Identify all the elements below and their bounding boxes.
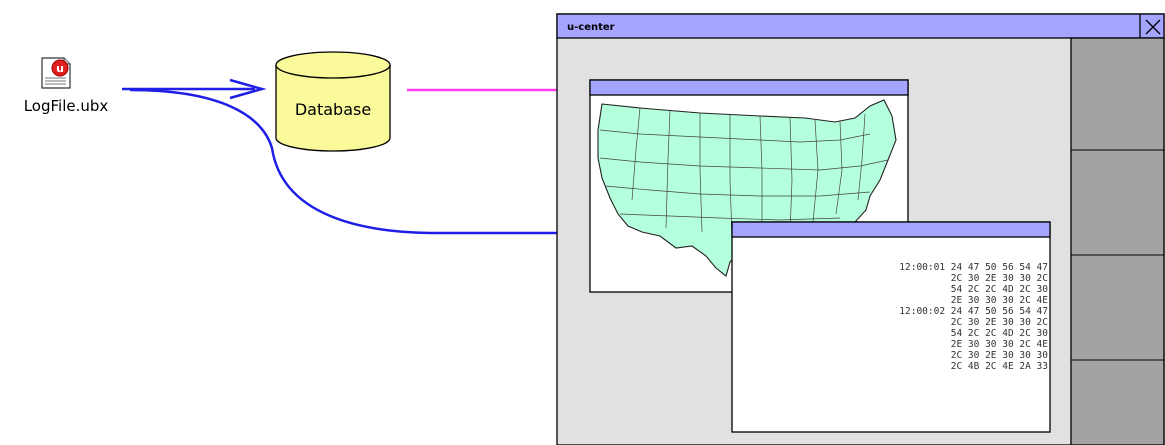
log-line: 54 2C 2C 4D 2C 30 [951, 328, 1049, 339]
close-icon[interactable] [1139, 14, 1161, 38]
log-line: 12:00:02 24 47 50 56 54 47 [899, 306, 1048, 317]
log-line: 54 2C 2C 4D 2C 30 [951, 284, 1049, 295]
ubx-document-icon: u [41, 57, 71, 89]
log-line: 2C 30 2E 30 30 2C [951, 273, 1048, 284]
log-line: 2C 4B 2C 4E 2A 33 [951, 361, 1048, 372]
log-line: 12:00:01 24 47 50 56 54 47 [899, 262, 1048, 273]
log-window-title-bar[interactable] [731, 221, 1051, 238]
arrow-file-to-log-window [129, 88, 750, 235]
log-line: 2E 30 30 30 2C 4E [951, 295, 1049, 306]
file-name-label: LogFile.ubx [24, 97, 109, 115]
log-line: 2E 30 30 30 2C 4E [951, 339, 1049, 350]
u-center-title: u-center [567, 22, 615, 33]
log-line: 2C 30 2E 30 30 30 [951, 350, 1049, 361]
u-center-title-bar[interactable] [556, 13, 1165, 39]
database-label: Database [295, 100, 371, 119]
log-line: 2C 30 2E 30 30 2C [951, 317, 1048, 328]
side-panel [1070, 37, 1165, 445]
svg-text:u: u [56, 62, 64, 75]
usa-map [597, 99, 897, 277]
map-window-title-bar[interactable] [589, 79, 909, 96]
database-cylinder [275, 51, 391, 152]
